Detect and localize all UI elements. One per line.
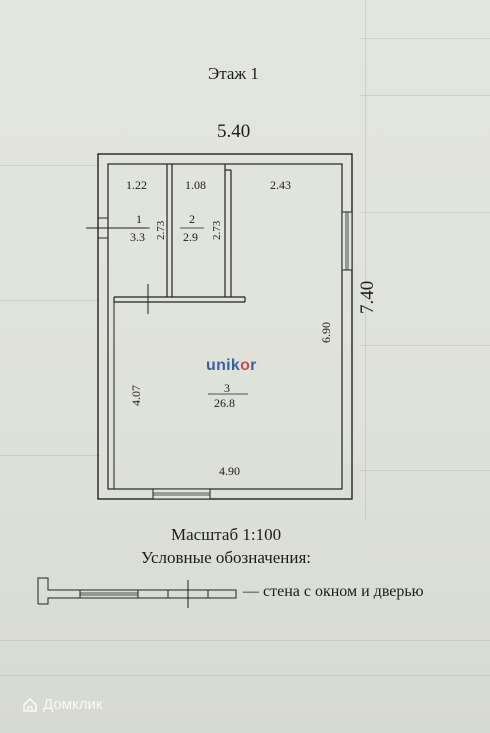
background-line bbox=[0, 675, 490, 676]
room2-width: 1.08 bbox=[185, 178, 206, 192]
domclick-logo: Домклик bbox=[22, 696, 102, 713]
background-line bbox=[360, 345, 490, 346]
background-line bbox=[0, 165, 100, 166]
domclick-logo-text: Домклик bbox=[43, 696, 103, 713]
floor-title: Этаж 1 bbox=[208, 64, 259, 83]
legend-symbol bbox=[37, 577, 237, 608]
legend-heading: Условные обозначения: bbox=[141, 548, 312, 567]
room2-height: 2.73 bbox=[211, 220, 223, 240]
house-icon bbox=[23, 697, 37, 712]
room3-bottom-width: 4.90 bbox=[219, 464, 240, 478]
watermark-brand: unikor bbox=[206, 357, 257, 374]
room2-area: 2.9 bbox=[183, 230, 198, 244]
outer-wall-outline bbox=[97, 153, 353, 500]
window-bottom bbox=[152, 488, 211, 500]
room2-number: 2 bbox=[189, 212, 195, 226]
room1-area: 3.3 bbox=[130, 230, 145, 244]
background-line bbox=[0, 455, 100, 456]
window-right bbox=[341, 211, 353, 271]
background-line bbox=[0, 300, 100, 301]
scale-label: Масштаб 1:100 bbox=[171, 525, 282, 544]
room3-right-height: 6.90 bbox=[319, 322, 333, 343]
room3-number: 3 bbox=[224, 381, 230, 395]
background-line bbox=[0, 640, 490, 641]
legend-text: — стена с окном и дверью bbox=[243, 583, 424, 600]
room3-left-height: 4.07 bbox=[129, 385, 143, 406]
room3-area: 26.8 bbox=[214, 396, 235, 410]
background-line bbox=[360, 95, 490, 96]
background-line bbox=[360, 470, 490, 471]
room1-width: 1.22 bbox=[126, 178, 147, 192]
total-width-label: 5.40 bbox=[217, 121, 251, 142]
background-line bbox=[360, 38, 490, 39]
room1-number: 1 bbox=[136, 212, 142, 226]
room1-height: 2.73 bbox=[155, 220, 167, 240]
background-line bbox=[360, 212, 490, 213]
room3-top-width: 2.43 bbox=[270, 178, 291, 192]
background-line bbox=[365, 0, 366, 520]
